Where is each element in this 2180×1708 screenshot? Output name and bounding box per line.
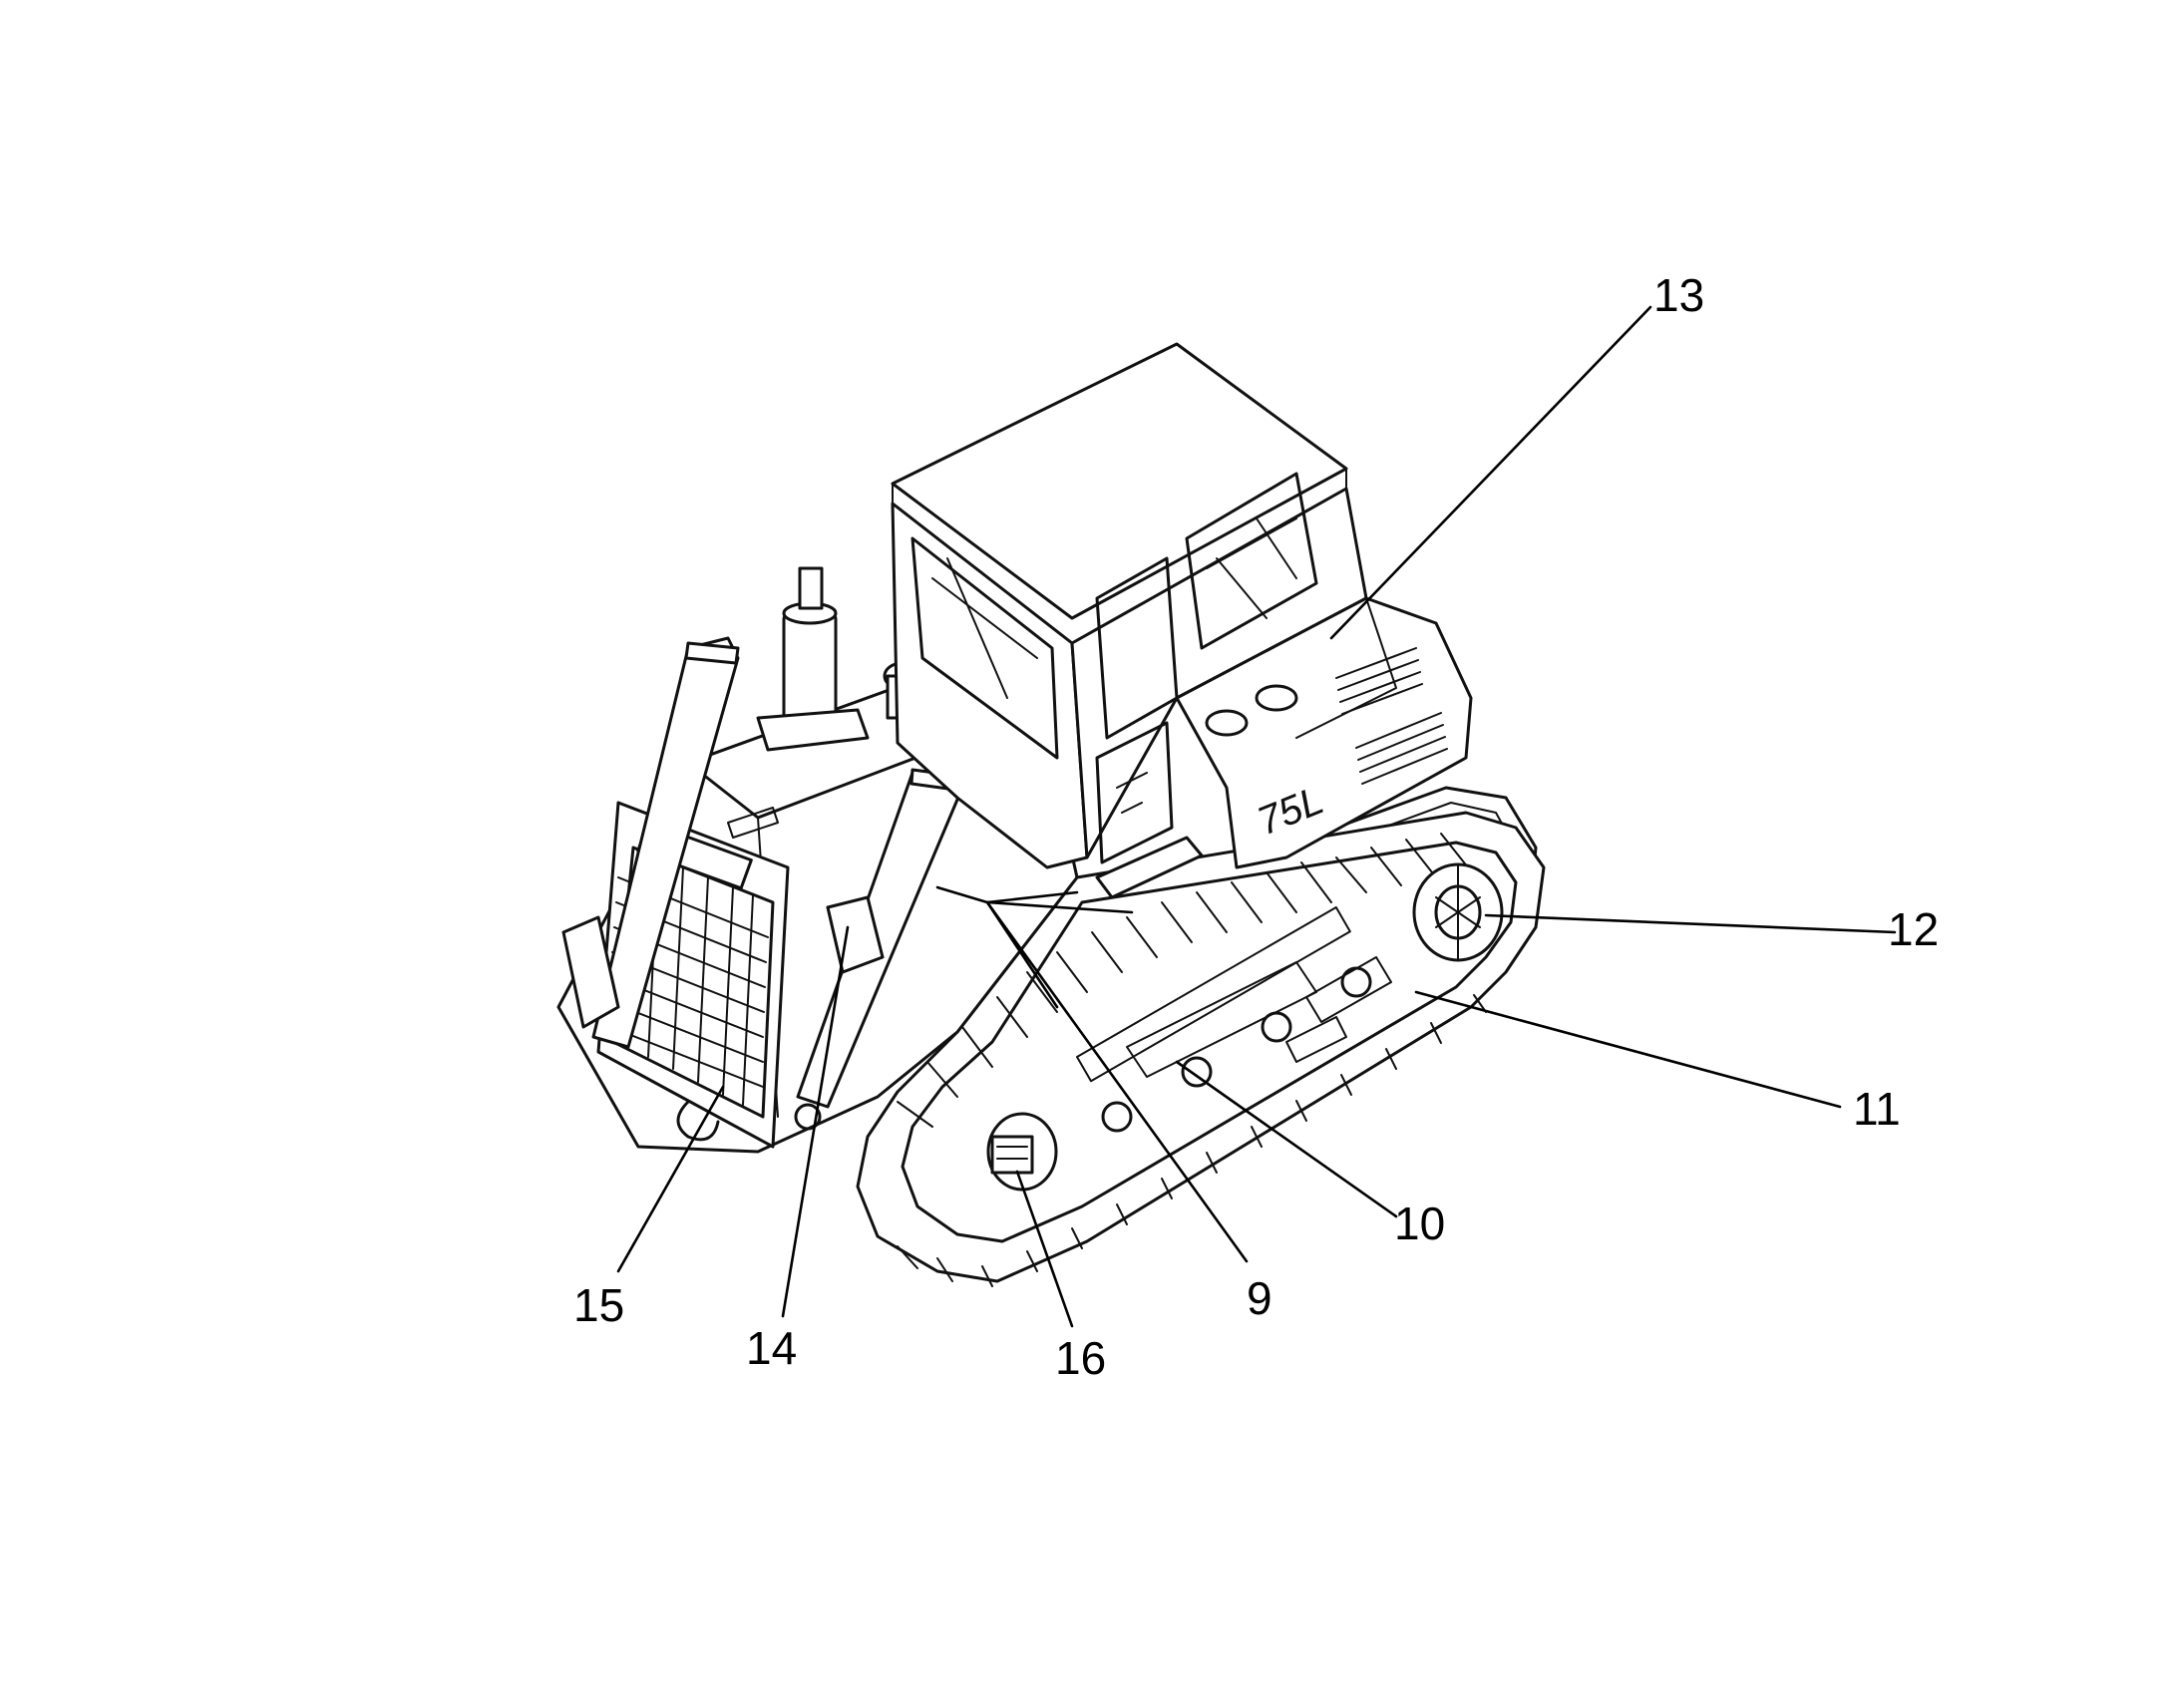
leader-lines <box>616 305 1897 1328</box>
callout-16: 16 <box>1055 1332 1106 1384</box>
sprocket-wheel <box>1412 862 1504 962</box>
main-track <box>856 811 1546 1287</box>
callout-11: 11 <box>1853 1083 1901 1135</box>
callout-10: 10 <box>1394 1197 1445 1249</box>
operator-cab <box>891 342 1368 899</box>
front-idler <box>986 1112 1058 1192</box>
lift-arm-left <box>561 636 740 1049</box>
callout-12: 12 <box>1888 903 1939 955</box>
callout-15: 15 <box>573 1279 624 1331</box>
rear-vents <box>1335 647 1448 785</box>
exhaust-stack <box>756 566 870 752</box>
callout-14: 14 <box>746 1322 797 1374</box>
callout-9: 9 <box>1247 1272 1272 1324</box>
callout-13: 13 <box>1653 269 1704 321</box>
callout-labels: 13 12 11 10 9 16 14 15 <box>573 269 1939 1384</box>
rear-housing: 75L <box>1175 596 1473 869</box>
